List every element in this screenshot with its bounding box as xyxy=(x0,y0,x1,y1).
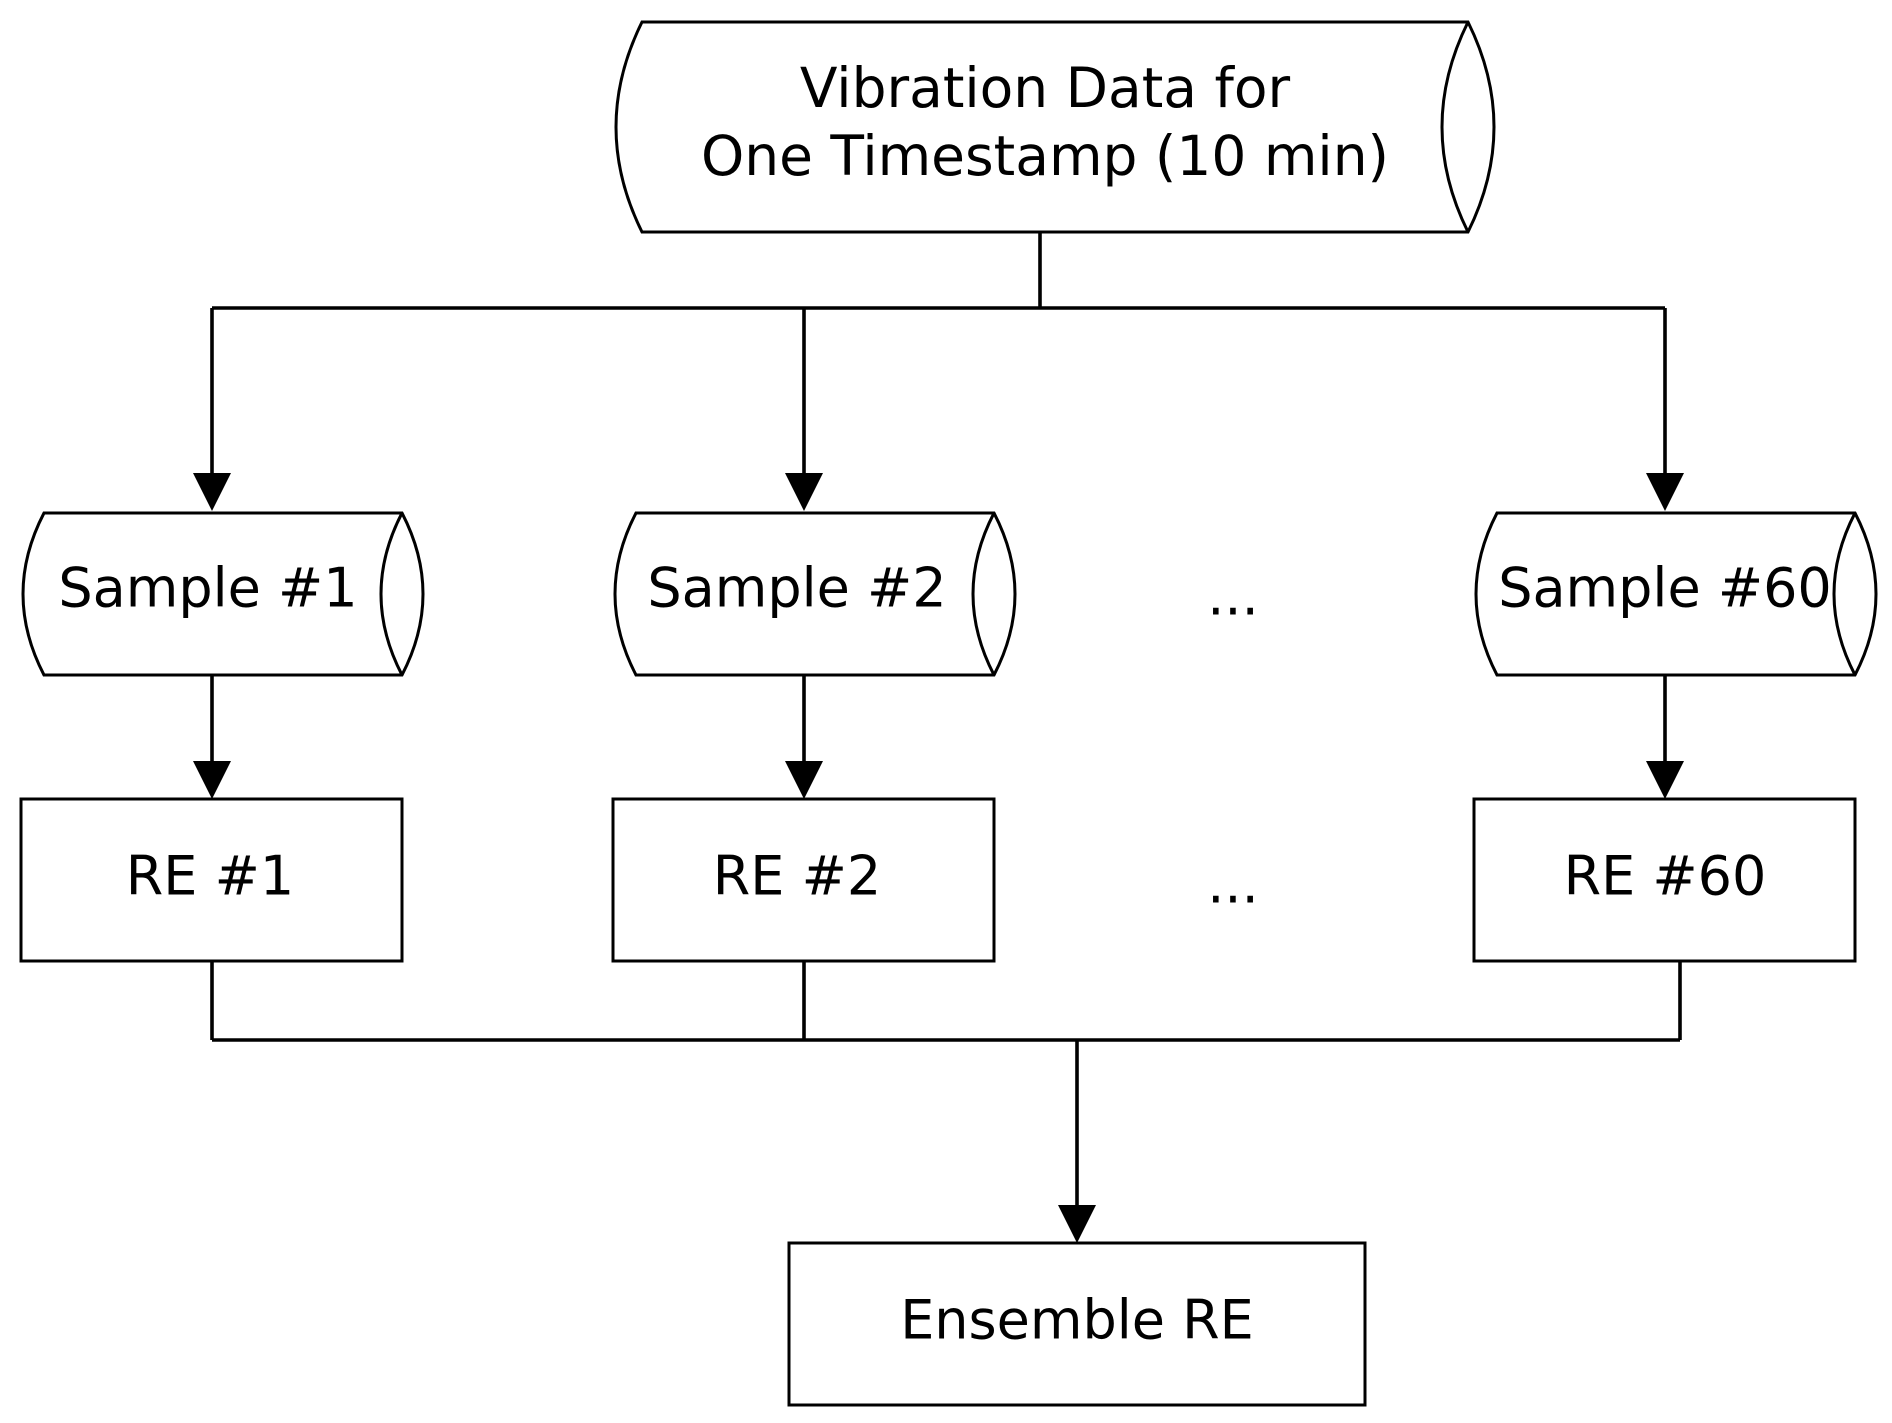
re-node-2: RE #2 xyxy=(611,797,996,963)
sample-ellipsis: ... xyxy=(1207,565,1259,628)
ensemble-label: Ensemble RE xyxy=(900,1289,1254,1352)
ensemble-box xyxy=(787,1241,1367,1407)
re-1-box xyxy=(19,797,404,963)
re-node-60: RE #60 xyxy=(1472,797,1857,963)
split-connectors xyxy=(193,232,1684,511)
arrowhead-re-1 xyxy=(193,761,231,799)
sample-2-cylinder-end xyxy=(971,512,996,676)
re-60-label: RE #60 xyxy=(1564,845,1767,908)
arrowhead-sample-60 xyxy=(1646,473,1684,511)
arrowhead-sample-1 xyxy=(193,473,231,511)
re-60-box xyxy=(1472,797,1857,963)
sample-node-1: Sample #1 xyxy=(21,511,425,677)
re-1-label: RE #1 xyxy=(126,845,294,908)
sample-node-2: Sample #2 xyxy=(613,511,1017,677)
re-2-box xyxy=(611,797,996,963)
sample-2-label: Sample #2 xyxy=(647,557,946,620)
sample-1-label: Sample #1 xyxy=(58,557,357,620)
re-ellipsis: ... xyxy=(1207,853,1259,916)
arrowhead-re-2 xyxy=(785,761,823,799)
source-label-line2: One Timestamp (10 min) xyxy=(701,124,1389,188)
arrowhead-re-60 xyxy=(1646,761,1684,799)
sample-to-re-connectors xyxy=(193,675,1684,799)
source-data-node: Vibration Data for One Timestamp (10 min… xyxy=(614,20,1496,234)
sample-60-cylinder-end xyxy=(1832,512,1857,676)
sample-60-label: Sample #60 xyxy=(1498,557,1832,620)
arrowhead-sample-2 xyxy=(785,473,823,511)
arrowhead-ensemble xyxy=(1058,1205,1096,1243)
sample-node-60: Sample #60 xyxy=(1474,511,1878,677)
merge-connectors xyxy=(210,961,1682,1243)
sample-1-cylinder-end xyxy=(379,512,404,676)
source-label-line1: Vibration Data for xyxy=(800,56,1291,120)
re-2-label: RE #2 xyxy=(713,845,881,908)
re-node-1: RE #1 xyxy=(19,797,404,963)
ensemble-node: Ensemble RE xyxy=(787,1241,1367,1407)
source-cylinder-end xyxy=(1440,21,1470,233)
